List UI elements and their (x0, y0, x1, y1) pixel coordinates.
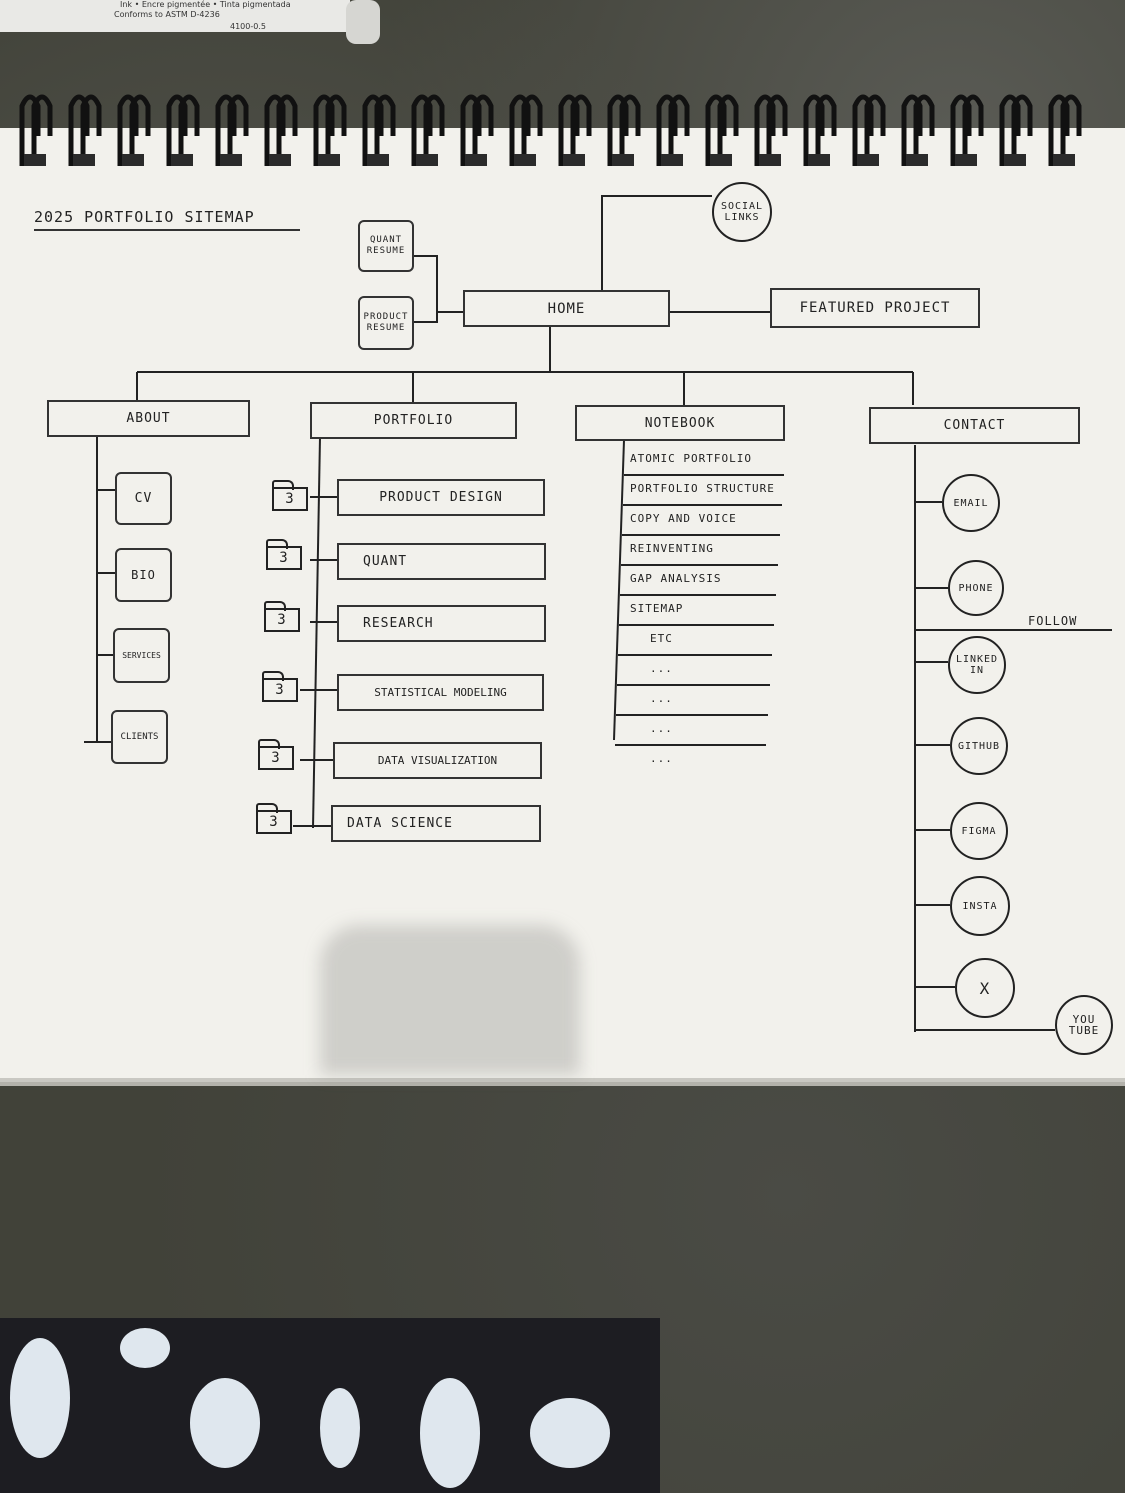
spiral-ring (411, 94, 445, 166)
notebook-underline (617, 684, 770, 686)
about-item-cv[interactable]: CV (115, 472, 172, 525)
folder-icon: 3 (262, 671, 298, 702)
spiral-ring (950, 94, 984, 166)
page-title: 2025 Portfolio Sitemap (34, 208, 300, 231)
spiral-ring (509, 94, 543, 166)
spiral-ring (656, 94, 690, 166)
notebook-item[interactable]: PORTFOLIO STRUCTURE (630, 482, 775, 495)
portfolio-item-research[interactable]: RESEARCH (337, 605, 546, 642)
about-item-services[interactable]: SERVICES (113, 628, 170, 683)
portfolio-item-quant[interactable]: QUANT (337, 543, 546, 580)
spiral-ring (607, 94, 641, 166)
portfolio-item-product-design[interactable]: PRODUCT DESIGN (337, 479, 545, 516)
featured-project-node[interactable]: FEATURED PROJECT (770, 288, 980, 328)
product-resume-node[interactable]: PRODUCT RESUME (358, 296, 414, 350)
phone-shadow (320, 925, 580, 1075)
spiral-ring (803, 94, 837, 166)
quant-resume-node[interactable]: QUANT RESUME (358, 220, 414, 272)
notebook-item[interactable]: GAP ANALYSIS (630, 572, 722, 585)
pen-marker: Ink • Encre pigmentée • Tinta pigmentada… (0, 0, 380, 44)
spiral-ring (117, 94, 151, 166)
about-node[interactable]: ABOUT (47, 400, 250, 437)
notebook-item-ellipsis[interactable]: ... (650, 692, 673, 705)
spiral-ring (558, 94, 592, 166)
notebook-underline (619, 624, 774, 626)
portfolio-item-data-science[interactable]: DATA SCIENCE (331, 805, 541, 842)
notebook-underline (621, 564, 778, 566)
notebook-underline (623, 504, 782, 506)
folder-icon: 3 (256, 803, 292, 834)
notebook-item[interactable]: ETC (650, 632, 673, 645)
notebook-underline (622, 534, 780, 536)
notebook-underline (620, 594, 776, 596)
contact-item-email[interactable]: EMAIL (942, 474, 1000, 532)
notebook-item-ellipsis[interactable]: ... (650, 662, 673, 675)
follow-label: FOLLOW (1028, 614, 1078, 628)
spiral-ring (166, 94, 200, 166)
contact-node[interactable]: CONTACT (869, 407, 1080, 444)
notebook-node[interactable]: NOTEBOOK (575, 405, 785, 441)
portfolio-item-statistical-modeling[interactable]: STATISTICAL MODELING (337, 674, 544, 711)
portfolio-node[interactable]: PORTFOLIO (310, 402, 517, 439)
spiral-ring (362, 94, 396, 166)
spiral-ring (999, 94, 1033, 166)
spiral-ring (215, 94, 249, 166)
spiral-ring (68, 94, 102, 166)
patterned-cloth (0, 1318, 660, 1493)
spiral-ring (754, 94, 788, 166)
spiral-ring (313, 94, 347, 166)
contact-item-linkedin[interactable]: LINKED IN (948, 636, 1006, 694)
notebook-underline (616, 714, 768, 716)
spiral-ring (901, 94, 935, 166)
notebook-underline (615, 744, 766, 746)
contact-item-youtube[interactable]: YOU TUBE (1055, 995, 1113, 1055)
notebook-item[interactable]: ATOMIC PORTFOLIO (630, 452, 752, 465)
spiral-ring (705, 94, 739, 166)
contact-item-phone[interactable]: PHONE (948, 560, 1004, 616)
pen-label-1: Ink • Encre pigmentée • Tinta pigmentada (120, 0, 291, 9)
portfolio-item-data-visualization[interactable]: DATA VISUALIZATION (333, 742, 542, 779)
notebook-item[interactable]: REINVENTING (630, 542, 714, 555)
contact-item-x[interactable]: X (955, 958, 1015, 1018)
home-node[interactable]: HOME (463, 290, 670, 327)
spiral-binding (19, 94, 1082, 166)
about-item-clients[interactable]: CLIENTS (111, 710, 168, 764)
spiral-ring (460, 94, 494, 166)
contact-item-figma[interactable]: FIGMA (950, 802, 1008, 860)
about-item-bio[interactable]: BIO (115, 548, 172, 602)
folder-icon: 3 (272, 480, 308, 511)
spiral-ring (19, 94, 53, 166)
contact-item-insta[interactable]: INSTA (950, 876, 1010, 936)
notebook-underline (618, 654, 772, 656)
notebook-underline (624, 474, 784, 476)
notebook-item-ellipsis[interactable]: ... (650, 752, 673, 765)
spiral-ring (852, 94, 886, 166)
sketchbook-page (0, 128, 1125, 1078)
contact-item-github[interactable]: GITHUB (950, 717, 1008, 775)
notebook-item[interactable]: SITEMAP (630, 602, 684, 615)
social-links-node[interactable]: SOCIAL LINKS (712, 182, 772, 242)
folder-icon: 3 (264, 601, 300, 632)
folder-icon: 3 (266, 539, 302, 570)
spiral-ring (1048, 94, 1082, 166)
notebook-item-ellipsis[interactable]: ... (650, 722, 673, 735)
pen-label-2: Conforms to ASTM D-4236 (114, 10, 220, 19)
spiral-ring (264, 94, 298, 166)
notebook-item[interactable]: COPY AND VOICE (630, 512, 737, 525)
pen-label-3: 4100-0.5 (230, 22, 266, 31)
folder-icon: 3 (258, 739, 294, 770)
